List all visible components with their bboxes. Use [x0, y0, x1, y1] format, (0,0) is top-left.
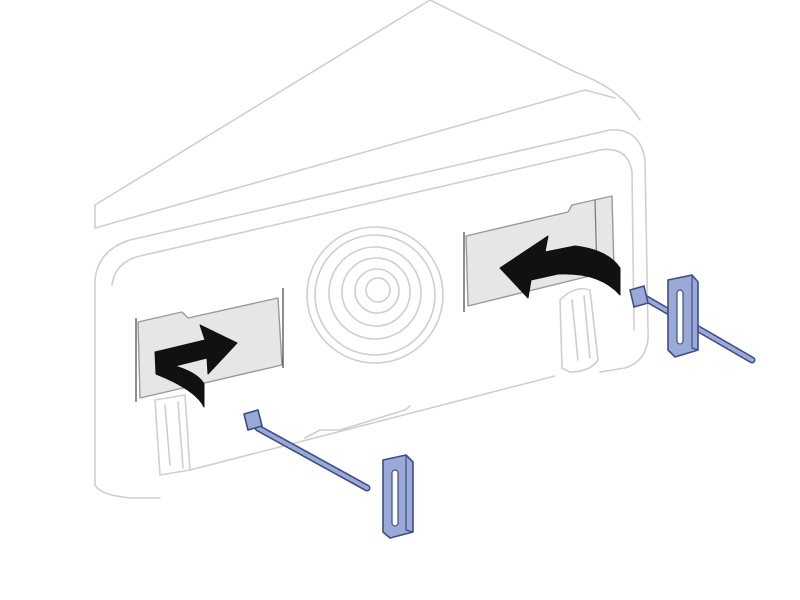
projector-body — [94, 0, 649, 499]
lens-ring-2 — [314, 234, 436, 356]
right-rod-head — [629, 285, 649, 308]
right-bracket-fold — [691, 275, 699, 351]
insert-arrow-left — [499, 235, 621, 299]
insert-arrow-right — [154, 324, 238, 408]
lens-ring-4 — [341, 257, 411, 327]
left-bracket-fold — [405, 455, 414, 533]
right-bracket-slot — [676, 289, 684, 345]
right-foot — [559, 287, 599, 373]
lens-outer-ring — [306, 226, 444, 364]
left-threaded-rod — [243, 409, 371, 492]
right-bracket — [667, 274, 699, 358]
left-rod-head — [243, 409, 263, 431]
projector-top-edge — [429, 0, 641, 121]
left-bracket-slot — [391, 469, 399, 527]
left-foot — [154, 394, 191, 476]
projector-top-surface — [94, 0, 616, 229]
left-rod-core — [256, 426, 369, 490]
projector-bottom-skirt — [189, 375, 556, 471]
lens-glass — [354, 268, 400, 314]
lens-inner-glass — [365, 277, 391, 303]
projection-lens — [306, 226, 444, 364]
lens-ring-3 — [328, 246, 422, 340]
projector-front-bezel — [111, 148, 635, 331]
left-bracket — [382, 454, 414, 539]
projector-front-face — [94, 129, 649, 499]
